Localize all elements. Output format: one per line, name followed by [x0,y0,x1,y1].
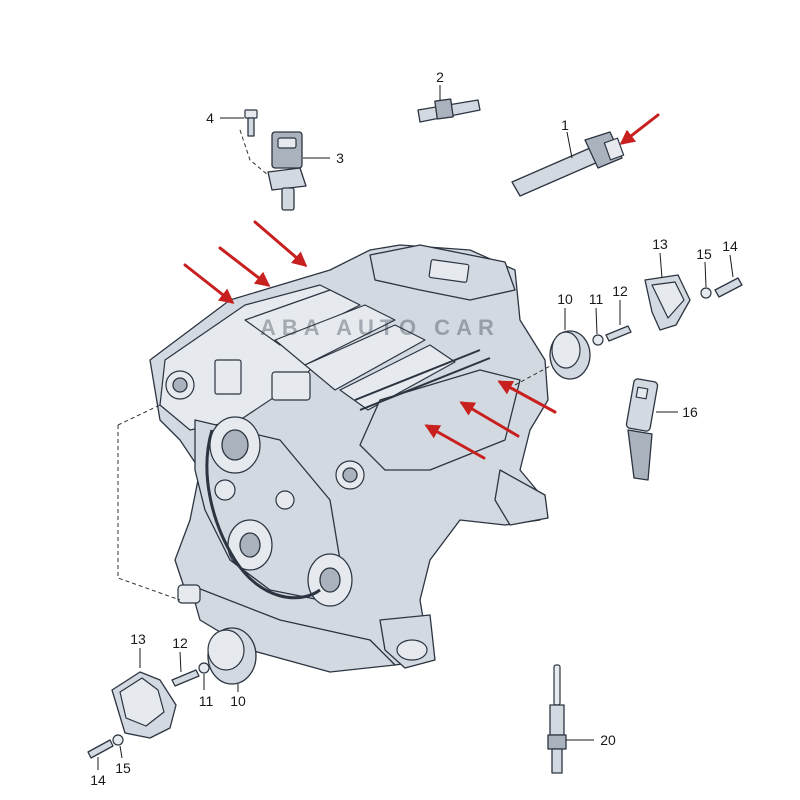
callout-4: 4 [206,110,214,126]
part-11-lower-washer [198,662,210,690]
part-1-ignition-coil [511,131,625,197]
callout-3: 3 [336,150,344,166]
callout-10-upper: 10 [557,291,573,307]
callout-2: 2 [436,69,444,85]
callout-14-upper: 14 [722,238,738,254]
engine-block: ABA AUTO CAR [149,244,549,673]
part-14-lower-bolt [87,739,114,770]
part-11-upper-washer [592,307,604,346]
callout-11-upper: 11 [589,291,604,307]
part-2-spark-plug [417,85,481,123]
arrow-6 [424,424,486,460]
part-16-valve [625,378,678,481]
callout-12-upper: 12 [612,283,628,299]
part-10-upper-pulley [549,308,591,380]
callout-15-lower: 15 [115,760,131,776]
callout-13-lower: 13 [130,631,146,647]
arrow-7 [619,113,660,145]
arrow-2 [218,246,271,287]
part-12-lower-bolt [171,651,200,687]
arrow-4 [497,380,557,414]
callout-11-lower: 11 [199,693,214,709]
arrow-5 [459,401,520,438]
part-20-glow-plug [547,664,594,774]
assembly-lines [117,129,553,601]
part-13-upper-cover [644,252,691,331]
callout-15-upper: 15 [696,246,712,262]
callout-14-lower: 14 [90,772,106,788]
part-14-upper-bolt [714,254,743,298]
part-12-upper-bolt [605,300,632,342]
callout-10-lower: 10 [230,693,246,709]
callout-13-upper: 13 [652,236,668,252]
callout-20: 20 [600,732,616,748]
arrow-1 [183,263,235,304]
callout-1: 1 [561,117,569,133]
part-13-lower-cover [111,648,177,739]
arrow-3 [253,220,308,267]
part-15-upper-washer [700,261,712,299]
part-10-lower-pulley [207,627,257,692]
part-3-sensor [267,131,330,211]
callout-labels: 1 2 3 4 10 11 12 13 14 15 16 10 11 12 13… [90,69,738,788]
red-arrows [183,113,660,460]
part-15-lower-washer [112,734,124,759]
callout-16: 16 [682,404,698,420]
callout-12-lower: 12 [172,635,188,651]
part-4-bolt [220,109,258,137]
watermark: ABA AUTO CAR [260,315,500,340]
